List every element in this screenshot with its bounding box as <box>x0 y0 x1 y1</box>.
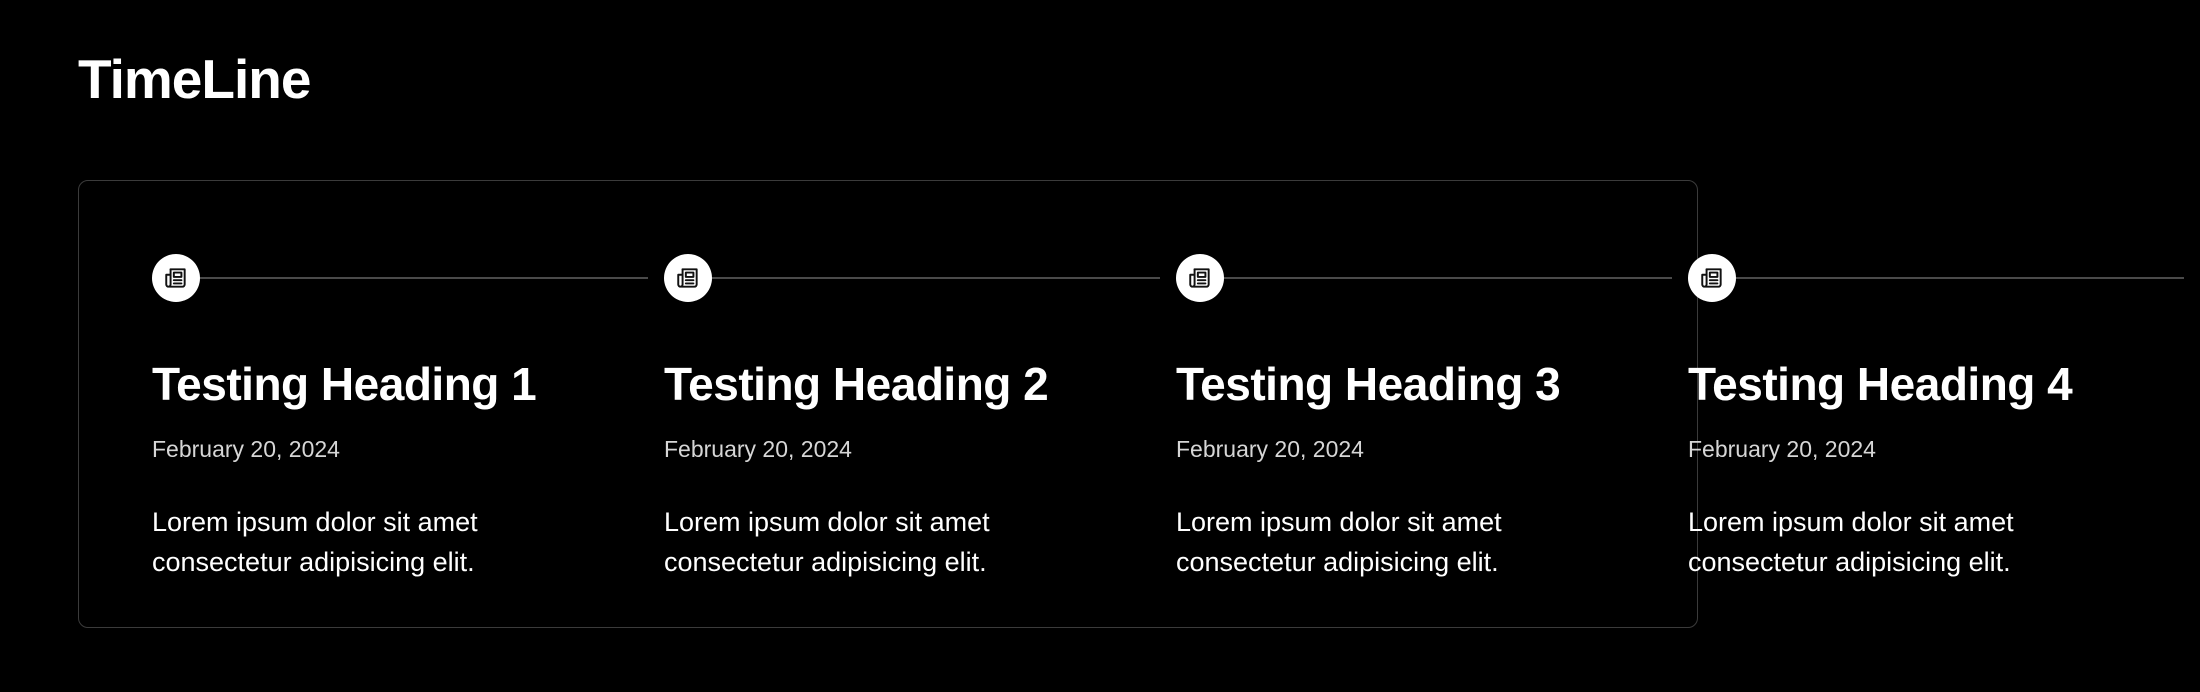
timeline-item-date: February 20, 2024 <box>1176 436 1364 462</box>
timeline-item-4: Testing Heading 4 February 20, 2024 Lore… <box>1688 254 2200 594</box>
timeline-marker <box>1176 254 1224 302</box>
timeline-item-heading: Testing Heading 4 <box>1688 358 2073 410</box>
timeline-item-2: Testing Heading 2 February 20, 2024 Lore… <box>664 254 1176 594</box>
timeline-marker <box>664 254 712 302</box>
timeline-item-body: Lorem ipsum dolor sit amet consectetur a… <box>1688 507 2014 577</box>
timeline-marker <box>1688 254 1736 302</box>
newspaper-icon <box>165 268 186 288</box>
timeline-item-date: February 20, 2024 <box>1688 436 1876 462</box>
timeline-connector <box>1224 277 1672 279</box>
timeline-item-heading: Testing Heading 3 <box>1176 358 1561 410</box>
timeline-item-body: Lorem ipsum dolor sit amet consectetur a… <box>152 507 478 577</box>
timeline-item-1: Testing Heading 1 February 20, 2024 Lore… <box>152 254 664 594</box>
timeline-connector <box>1736 277 2184 279</box>
timeline-item-heading: Testing Heading 2 <box>664 358 1049 410</box>
page-title: TimeLine <box>78 48 311 110</box>
timeline-item-body: Lorem ipsum dolor sit amet consectetur a… <box>664 507 990 577</box>
timeline-connector <box>200 277 648 279</box>
newspaper-icon <box>1701 268 1722 288</box>
timeline-item-date: February 20, 2024 <box>152 436 340 462</box>
newspaper-icon <box>677 268 698 288</box>
timeline-connector <box>712 277 1160 279</box>
newspaper-icon <box>1189 268 1210 288</box>
timeline-item-heading: Testing Heading 1 <box>152 358 537 410</box>
timeline-panel[interactable]: Testing Heading 1 February 20, 2024 Lore… <box>78 180 2184 628</box>
timeline-item-body: Lorem ipsum dolor sit amet consectetur a… <box>1176 507 1502 577</box>
timeline-item-date: February 20, 2024 <box>664 436 852 462</box>
timeline-marker <box>152 254 200 302</box>
timeline-item-3: Testing Heading 3 February 20, 2024 Lore… <box>1176 254 1688 594</box>
